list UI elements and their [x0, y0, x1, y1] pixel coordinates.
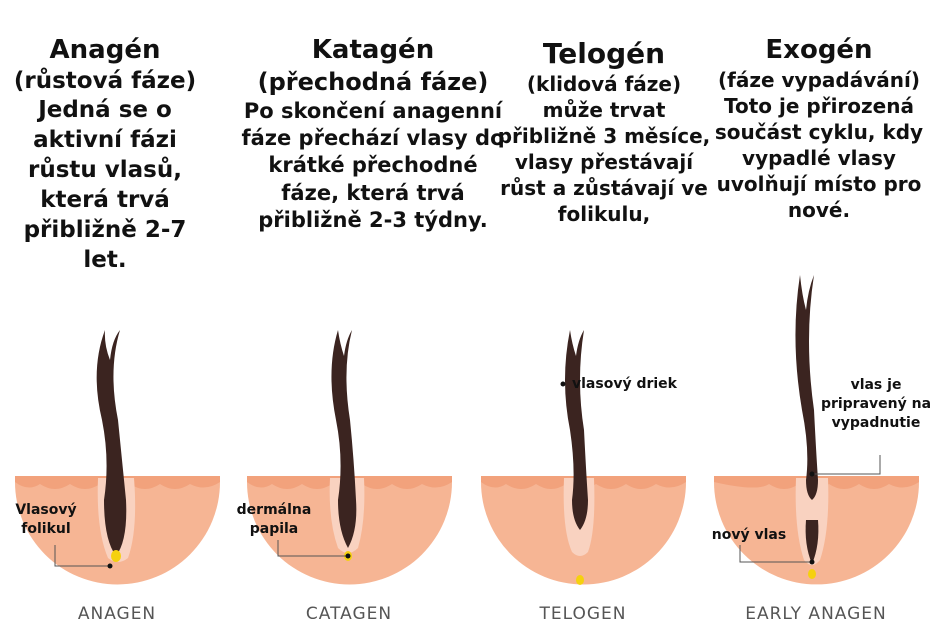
stage-subtitle: (přechodná fáze) [257, 67, 489, 96]
stage-description: Po skončení anagenní fáze přechází vlasy… [241, 98, 505, 232]
stage-subtitle: (fáze vypadávání) [718, 67, 920, 92]
stage-catagen-text: Katagén (přechodná fáze) Po skončení ana… [238, 34, 508, 234]
label-hair-follicle: Vlasový folikul [15, 502, 77, 537]
stage-description: může trvat přibližně 3 měsíce, vlasy pře… [497, 98, 711, 226]
stage-subtitle: (růstová fáze) [13, 67, 197, 94]
hair-shaft [331, 330, 357, 548]
old-hair-shaft [795, 275, 818, 500]
bottom-label-telogen: TELOGEN [539, 604, 627, 624]
label-hair-shaft: vlasový driek [572, 376, 677, 392]
stage-subtitle: (klidová fáze) [526, 72, 682, 96]
stage-title: Katagén [311, 35, 435, 65]
stage-title: Telogén [542, 37, 666, 70]
bottom-label-catagen: CATAGEN [305, 604, 393, 624]
stage-description: Toto je přirozená součást cyklu, kdy vyp… [714, 93, 924, 222]
bottom-label-early-anagen: EARLY ANAGEN [745, 604, 887, 624]
stage-title: Anagén [49, 35, 161, 65]
skin-section-telogen [480, 330, 686, 585]
dermal-papilla [808, 569, 816, 579]
label-new-hair: nový vlas [711, 527, 787, 543]
stage-exogen-text: Exogén (fáze vypadávání) Toto je přiroze… [706, 34, 932, 223]
label-hair-ready-to-fall: vlas je pripravený na vypadnutie [820, 377, 932, 431]
skin-section-anagen [15, 330, 220, 585]
bottom-label-anagen: ANAGEN [77, 604, 157, 624]
dermal-papilla [111, 550, 121, 562]
skin-section-catagen [247, 330, 452, 585]
hair-shaft [96, 330, 127, 556]
hair-shaft [565, 330, 588, 530]
stage-description: Jedná se o aktivní fázi růstu vlasů, kte… [23, 97, 187, 273]
stage-anagen-text: Anagén (růstová fáze) Jedná se o aktivní… [0, 34, 210, 276]
new-hair [805, 520, 819, 564]
stage-title: Exogén [765, 35, 873, 65]
annotation-lines [54, 381, 881, 569]
skin-section-early-anagen [714, 275, 919, 585]
label-dermal-papilla: dermálna papila [236, 502, 312, 537]
dermal-papilla [576, 575, 584, 585]
stage-telogen-text: Telogén (klidová fáze) může trvat přibli… [496, 36, 712, 227]
